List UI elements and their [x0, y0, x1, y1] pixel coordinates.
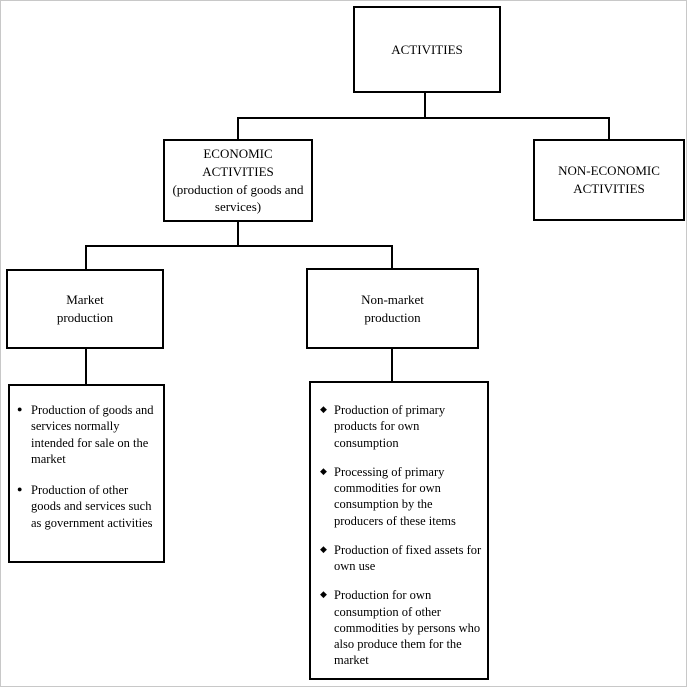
- list-item: ● Production of other goods and services…: [17, 482, 159, 531]
- bullet-icon: ●: [17, 484, 23, 494]
- node-economic-activities: ECONOMIC ACTIVITIES (production of goods…: [163, 139, 313, 222]
- node-non-market-production-label: Non-market production: [361, 291, 424, 325]
- node-non-economic-activities: NON-ECONOMIC ACTIVITIES: [533, 139, 685, 221]
- connector-non-market-details: [391, 348, 393, 381]
- list-item-text: Production for own consumption of other …: [334, 588, 481, 668]
- list-item: ◆ Production of fixed assets for own use: [320, 542, 482, 575]
- connector-market-up: [85, 245, 87, 271]
- bullet-icon: ●: [17, 404, 23, 414]
- list-item-text: Production of other goods and services s…: [31, 483, 153, 530]
- list-item-text: Production of primary products for own c…: [334, 403, 446, 450]
- node-market-production: Market production: [6, 269, 164, 349]
- node-market-production-label: Market production: [56, 292, 114, 325]
- list-item-text: Processing of primary commodities for ow…: [334, 464, 456, 528]
- non-market-production-details: ◆ Production of primary products for own…: [309, 381, 489, 680]
- connector-economic-up: [237, 117, 239, 141]
- list-item: ● Production of goods and services norma…: [17, 402, 159, 467]
- list-item: ◆ Processing of primary commodities for …: [320, 464, 482, 529]
- node-non-economic-activities-label: NON-ECONOMIC ACTIVITIES: [558, 163, 660, 196]
- connector-economic-down: [237, 222, 239, 247]
- node-economic-activities-label: ECONOMIC ACTIVITIES (production of goods…: [172, 145, 304, 215]
- connector-level3-horizontal: [85, 245, 393, 247]
- connector-non-economic-up: [608, 117, 610, 141]
- list-item-text: Production of fixed assets for own use: [334, 542, 482, 573]
- market-production-details: ● Production of goods and services norma…: [8, 384, 165, 563]
- bullet-icon: ◆: [320, 543, 327, 554]
- list-item-text: Production of goods and services normall…: [31, 403, 154, 466]
- bullet-icon: ◆: [320, 404, 327, 414]
- connector-non-market-up: [391, 245, 393, 270]
- node-activities: ACTIVITIES: [353, 6, 501, 93]
- list-item: ◆ Production for own consumption of othe…: [320, 587, 482, 668]
- bullet-icon: ◆: [320, 465, 327, 476]
- connector-market-details: [85, 349, 87, 384]
- list-item: ◆ Production of primary products for own…: [320, 402, 482, 451]
- connector-activities-down: [424, 93, 426, 119]
- connector-level2-horizontal: [237, 117, 610, 119]
- bullet-icon: ◆: [320, 589, 327, 600]
- node-non-market-production: Non-market production: [306, 268, 479, 349]
- node-activities-label: ACTIVITIES: [391, 41, 463, 57]
